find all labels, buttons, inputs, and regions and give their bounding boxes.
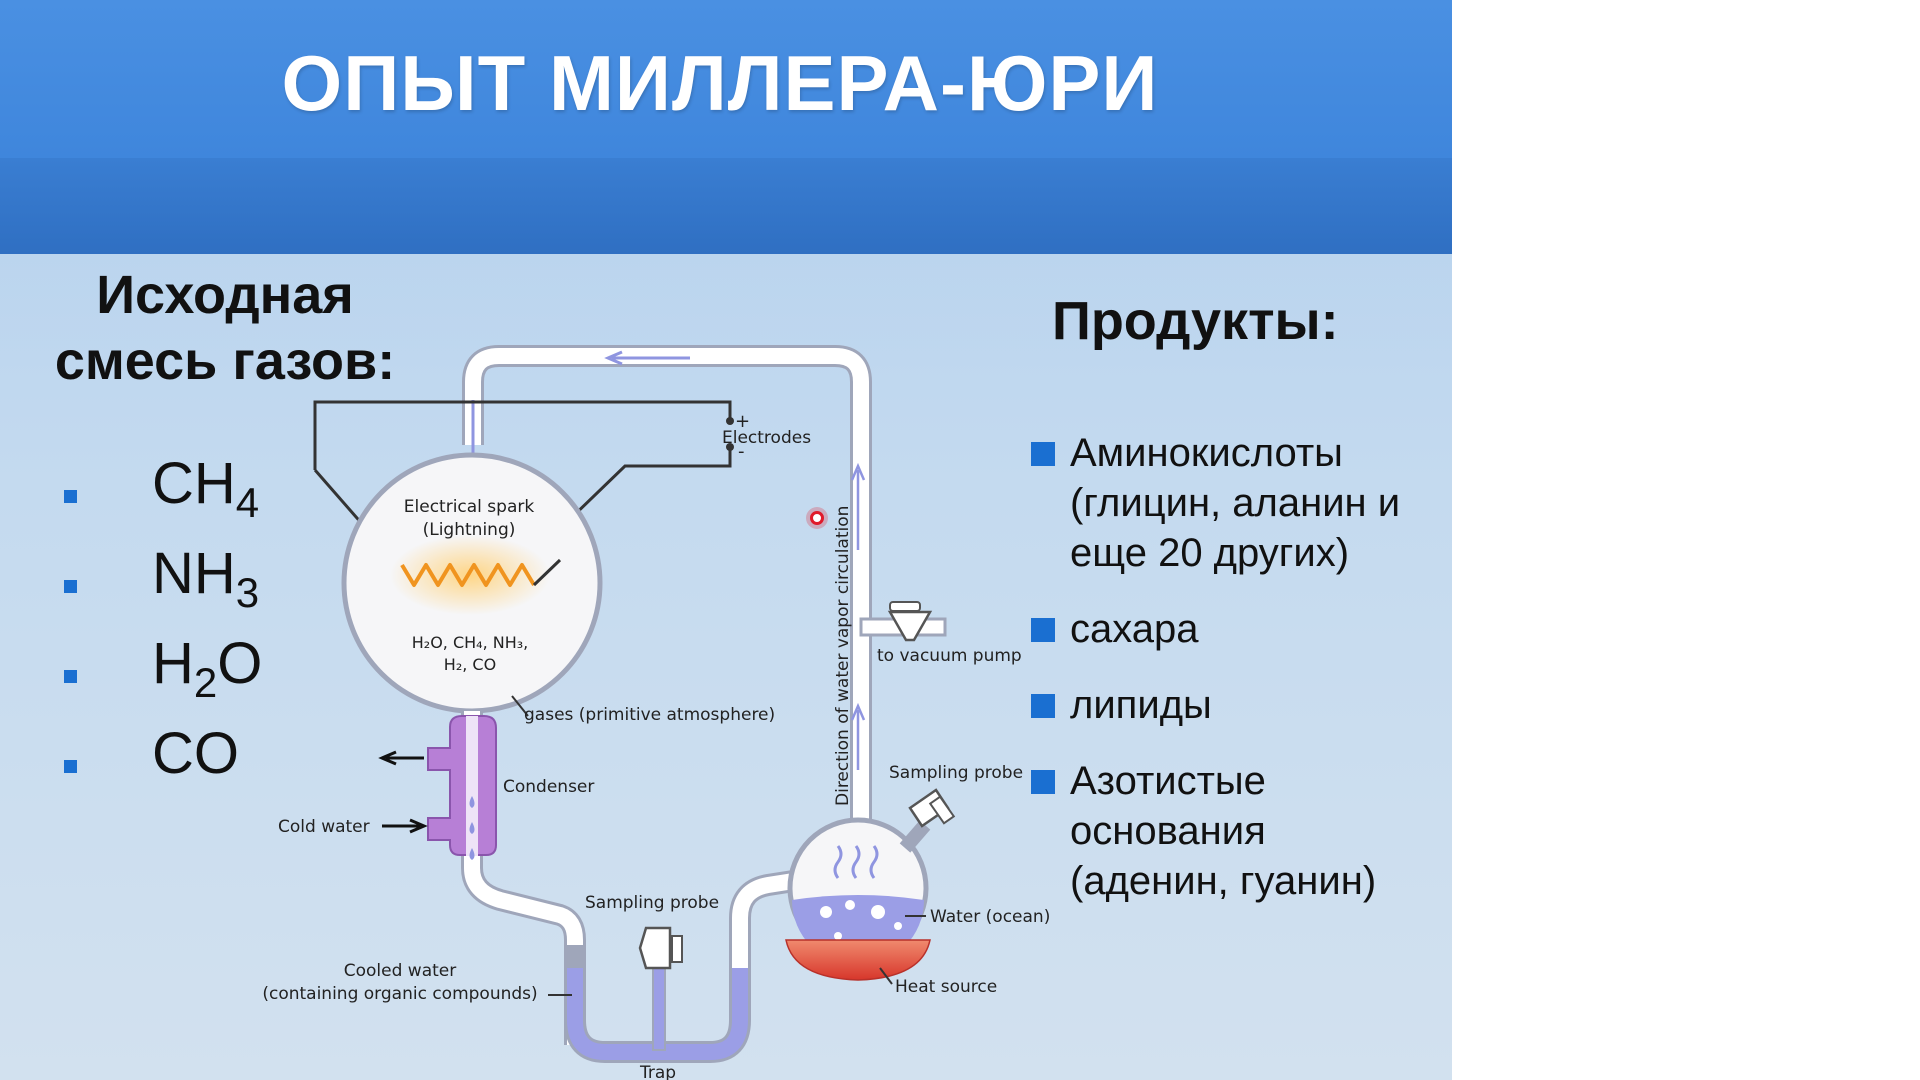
- product-line: основания: [1070, 809, 1266, 853]
- bullet-square-icon: [64, 670, 77, 683]
- electrode-wire-positive: [313, 400, 732, 470]
- gas-formula: CH4: [152, 450, 259, 524]
- water-in-arrow-icon: [382, 818, 428, 834]
- initial-gases-heading: Исходная смесь газов:: [30, 262, 420, 394]
- steam-icon: [851, 845, 861, 879]
- gas-formula: H2O: [152, 630, 263, 704]
- heat-source: [785, 939, 931, 981]
- water-out-arrow-icon: [378, 750, 424, 766]
- gas-base: H: [152, 631, 194, 696]
- products-heading: Продукты:: [1052, 291, 1339, 351]
- bullet-square-icon: [1031, 770, 1055, 794]
- spark-label-line1: Electrical spark: [404, 497, 535, 517]
- title-banner: [0, 0, 1452, 158]
- gas-base: NH: [152, 541, 236, 606]
- u-trap-tube-upper: [732, 872, 802, 968]
- gas-subscript: 3: [235, 569, 260, 616]
- bubble-icon: [871, 905, 885, 919]
- bullet-square-icon: [64, 580, 77, 593]
- condenser-label: Condenser: [503, 777, 594, 797]
- heat-source-label: Heat source: [895, 977, 997, 997]
- electrode-minus-label: -: [738, 441, 745, 462]
- condenser-tube-inner: [464, 711, 583, 1045]
- sampling-probe-right-stem: [899, 820, 931, 853]
- spark-label-line2: (Lightning): [423, 520, 516, 540]
- gas-formula: NH3: [152, 540, 259, 614]
- product-item-amino-acids: Аминокислоты (глицин, аланин и еще 20 др…: [1028, 428, 1452, 578]
- flow-arrow-icon: [850, 462, 866, 550]
- cooled-water-line2: (containing organic compounds): [262, 984, 537, 1004]
- cooled-water-line1: Cooled water: [344, 961, 456, 981]
- droplet-icon: [469, 848, 475, 860]
- bullet-square-icon: [64, 760, 77, 773]
- gas-subscript: 2: [193, 659, 218, 706]
- gas-subscript: 4: [235, 479, 260, 526]
- electrodes-label: Electrodes: [722, 428, 811, 448]
- electrode-terminal-icon: [726, 417, 734, 425]
- products-list: Аминокислоты (глицин, аланин и еще 20 др…: [1028, 428, 1452, 932]
- vapor-circulation-label: Direction of water vapor circulation: [833, 506, 853, 806]
- gases-leader-line: [511, 695, 529, 717]
- condenser-jacket: [427, 715, 497, 856]
- product-line: (глицин, аланин и: [1070, 481, 1401, 525]
- spark-zigzag-icon: [400, 563, 536, 587]
- vacuum-pump-label: to vacuum pump: [877, 646, 1022, 666]
- sampling-probe-right-handle: [928, 795, 956, 825]
- bubble-icon: [820, 906, 832, 918]
- product-line: (аденин, гуанин): [1070, 859, 1377, 903]
- electrode-plus-label: +: [735, 411, 750, 432]
- condenser-core: [466, 716, 478, 856]
- bubble-icon: [894, 922, 902, 930]
- cold-water-label: Cold water: [278, 817, 370, 837]
- sampling-probe-right-label: Sampling probe: [889, 763, 1023, 783]
- sampling-probe-icon: [638, 926, 672, 970]
- product-line: Азотистые: [1070, 759, 1266, 803]
- bullet-square-icon: [1031, 694, 1055, 718]
- heat-leader-line: [879, 967, 893, 985]
- sampling-probe-left-label: Sampling probe: [585, 893, 719, 913]
- gas-rest: O: [217, 631, 263, 696]
- product-line: липиды: [1070, 683, 1212, 727]
- electrode-terminal-icon: [726, 443, 734, 451]
- gas-base: CO: [152, 721, 239, 786]
- gas-formula: CO: [152, 720, 239, 787]
- steam-icon: [869, 845, 879, 879]
- u-trap-liquid: [567, 968, 748, 1060]
- title-banner-band: [0, 158, 1452, 254]
- trap-label: Trap: [639, 1063, 676, 1080]
- initial-gases-heading-line2: смесь газов:: [54, 331, 396, 391]
- steam-icon: [833, 845, 843, 879]
- return-tube-inner: [465, 348, 869, 845]
- product-line: сахара: [1070, 607, 1199, 651]
- gases-label: gases (primitive atmosphere): [524, 705, 775, 725]
- product-item-lipids: липиды: [1028, 680, 1452, 730]
- initial-gases-heading-line1: Исходная: [96, 265, 354, 325]
- bubble-icon: [834, 932, 842, 940]
- flow-arrow-icon: [604, 350, 690, 366]
- droplet-icon: [469, 796, 475, 808]
- product-item-nitrogen-bases: Азотистые основания (аденин, гуанин): [1028, 756, 1452, 906]
- product-item-sugars: сахара: [1028, 604, 1452, 654]
- gas-base: CH: [152, 451, 236, 516]
- slide-title: ОПЫТ МИЛЛЕРА-ЮРИ: [281, 39, 1159, 127]
- gas-mix-line2: H₂, CO: [444, 655, 496, 674]
- gas-mix-line1: H₂O, CH₄, NH₃,: [412, 633, 529, 652]
- electrode-rod-right: [532, 558, 562, 587]
- bullet-square-icon: [64, 490, 77, 503]
- laser-pointer-dot: [810, 511, 824, 525]
- bullet-square-icon: [1031, 618, 1055, 642]
- slide: ОПЫТ МИЛЛЕРА-ЮРИ Исходная смесь газов: C…: [0, 0, 1452, 1080]
- flow-arrow-icon: [850, 702, 866, 770]
- product-line: Аминокислоты: [1070, 431, 1343, 475]
- miller-urey-apparatus: + - Electrodes Electrical spark (Lightni…: [262, 345, 1050, 1080]
- water-ocean-label: Water (ocean): [930, 907, 1050, 927]
- sampling-probe-handle: [671, 935, 683, 963]
- droplet-icon: [469, 822, 475, 834]
- bubble-icon: [845, 900, 855, 910]
- product-line: еще 20 других): [1070, 531, 1350, 575]
- vacuum-stopcock-handle: [889, 601, 921, 612]
- electrode-wire-negative: [533, 448, 732, 555]
- bullet-square-icon: [1031, 442, 1055, 466]
